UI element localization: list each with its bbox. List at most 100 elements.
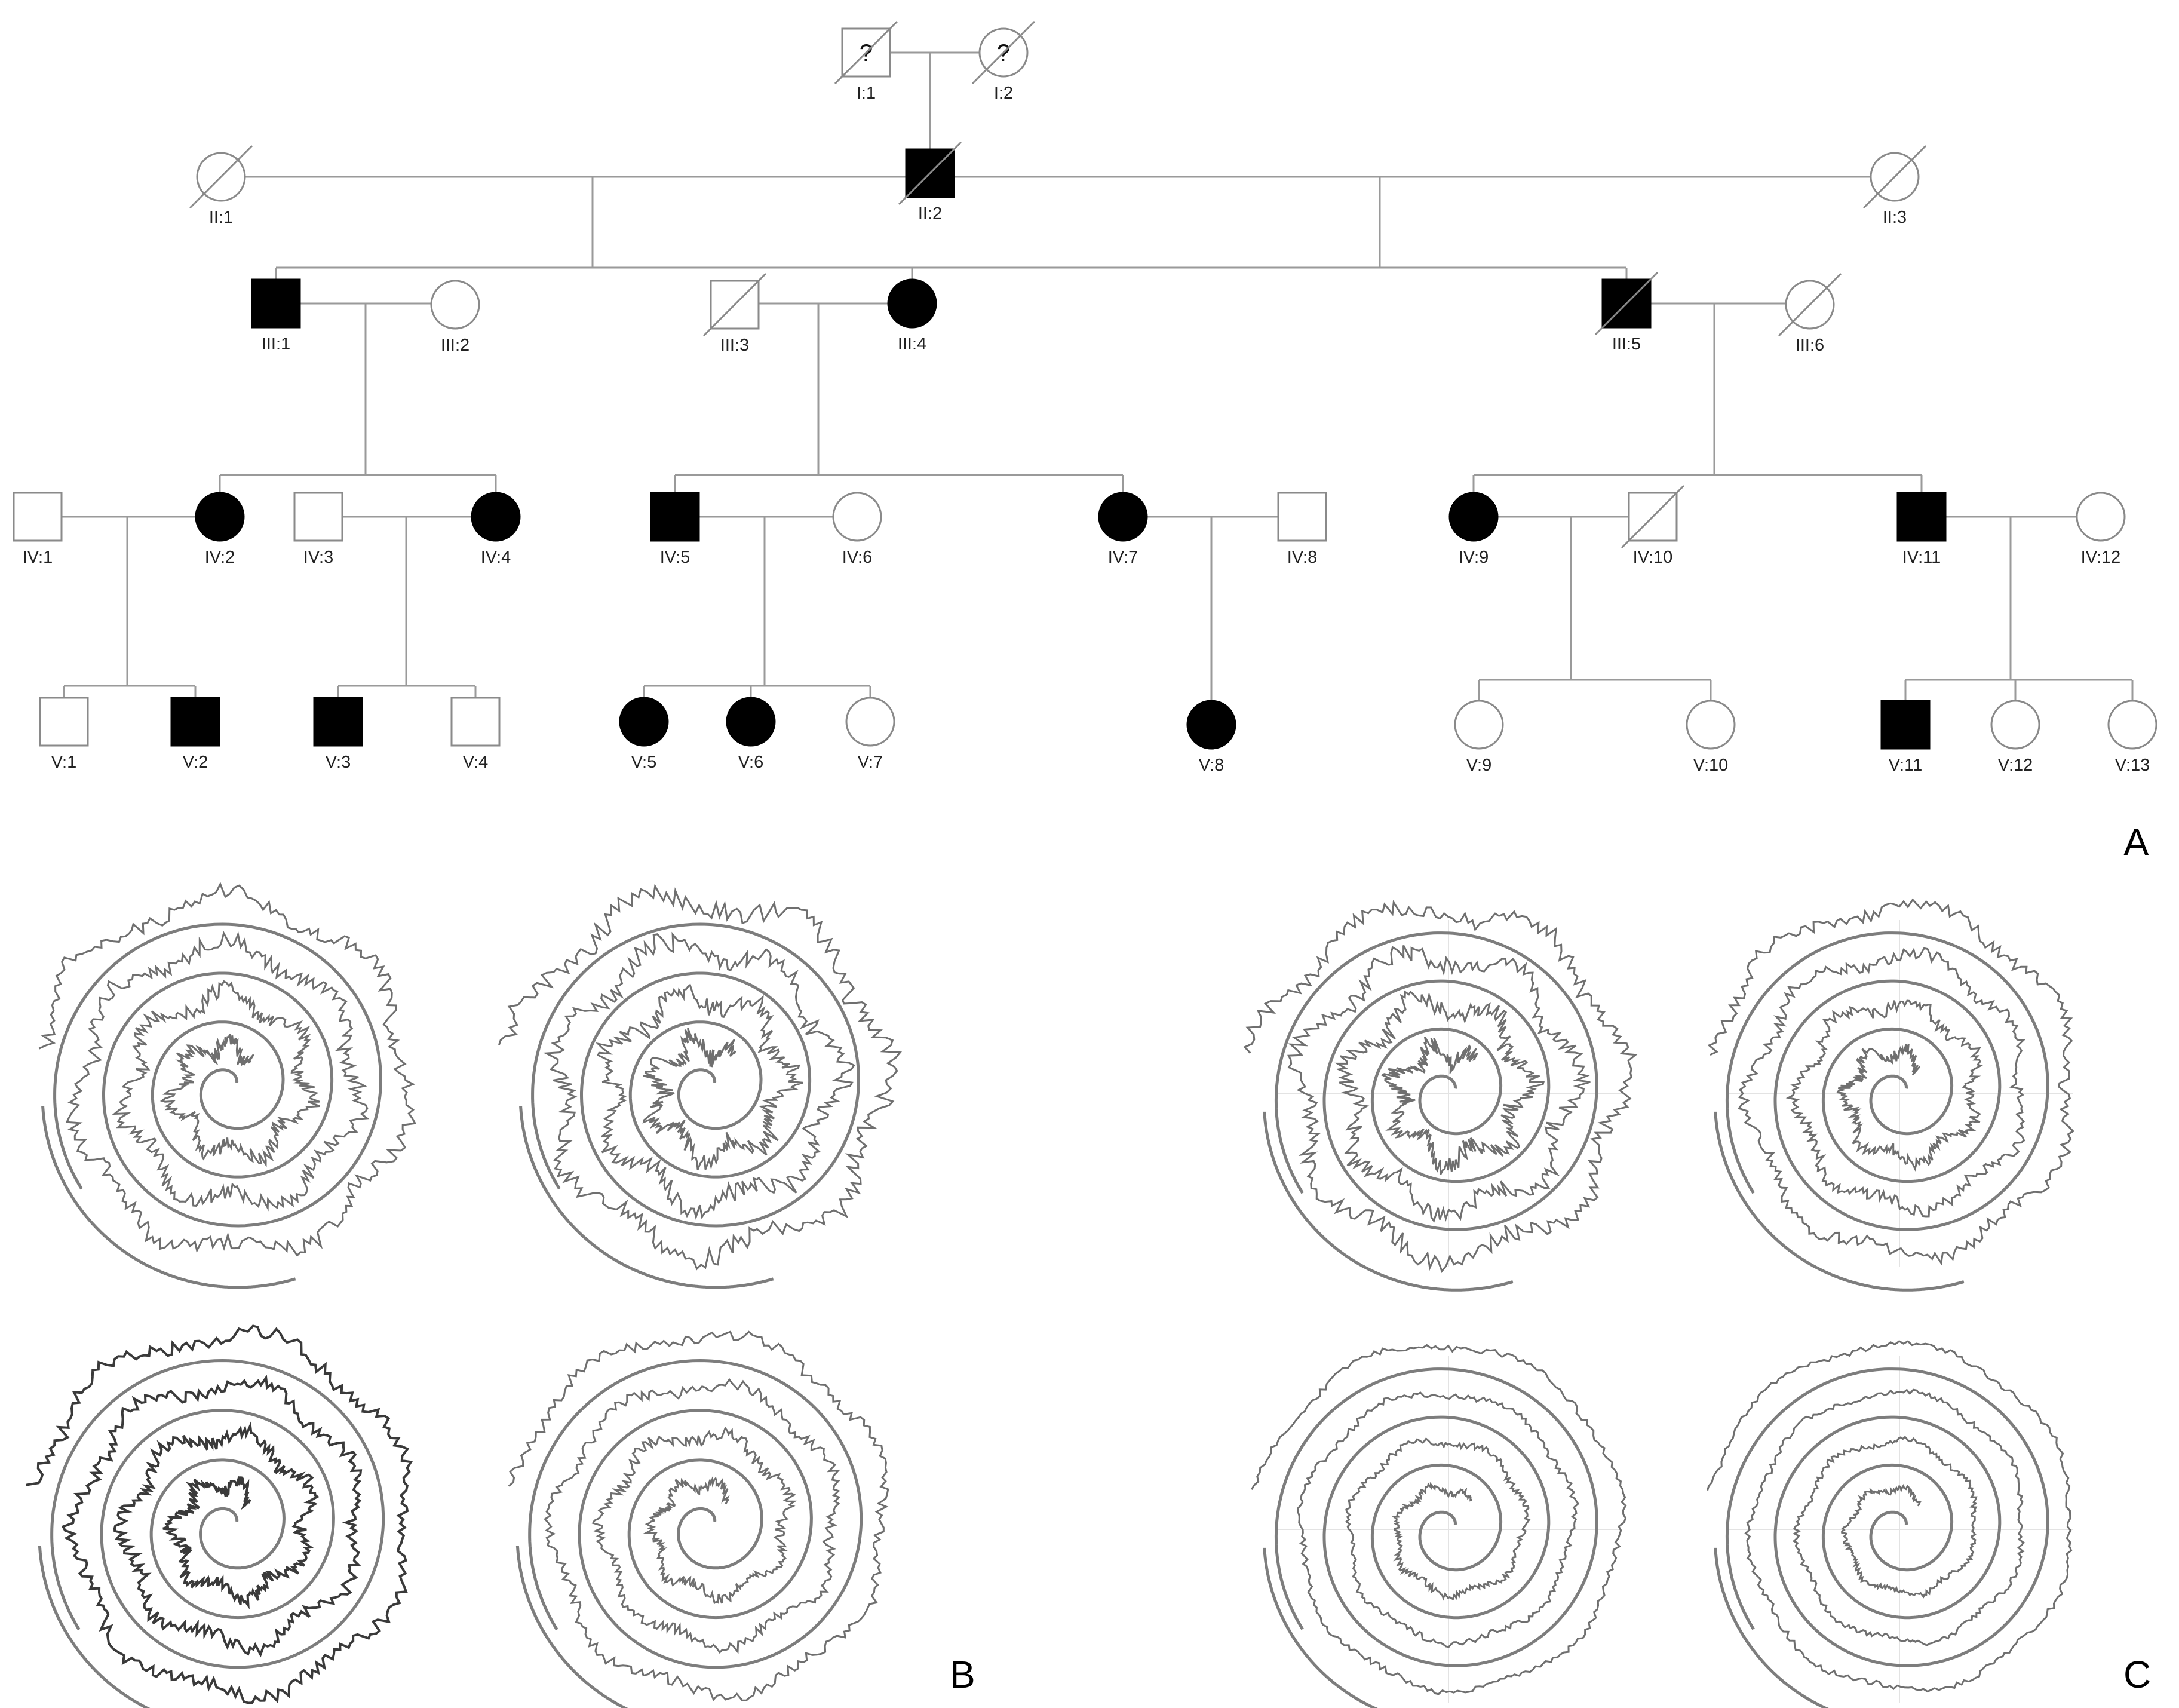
affected-male-square bbox=[1896, 492, 1947, 542]
pedigree-individual: III:4 bbox=[887, 278, 937, 354]
individual-label: II:2 bbox=[918, 204, 942, 223]
unaffected-female-circle bbox=[2076, 492, 2126, 542]
affected-female-circle bbox=[471, 492, 521, 542]
pedigree-individual: IV:4 bbox=[471, 492, 521, 567]
spiral-tail bbox=[1714, 1111, 1965, 1292]
pedigree-individual: IV:9 bbox=[1448, 492, 1499, 567]
patient-trace bbox=[1251, 1344, 1627, 1695]
patient-trace bbox=[508, 1330, 889, 1701]
pedigree-individual: V:4 bbox=[450, 697, 501, 772]
pedigree-individual: V:2 bbox=[170, 697, 220, 772]
spiral-template bbox=[1725, 931, 2049, 1231]
individual-label: V:10 bbox=[1693, 756, 1729, 775]
individual-label: V:4 bbox=[463, 753, 488, 772]
spiral-drawing bbox=[508, 1330, 889, 1708]
affected-female-circle bbox=[726, 697, 776, 747]
affected-female-circle bbox=[1098, 492, 1148, 542]
individual-label: I:2 bbox=[994, 84, 1013, 103]
spiral-template bbox=[1274, 931, 1598, 1231]
individual-label: III:3 bbox=[720, 336, 749, 355]
individual-label: V:13 bbox=[2115, 756, 2150, 775]
affected-male-square bbox=[650, 492, 700, 542]
affected-male-square bbox=[1880, 700, 1931, 750]
patient-trace bbox=[1707, 898, 2075, 1266]
spiral-tail bbox=[41, 1106, 296, 1289]
deceased-slash bbox=[1778, 272, 1842, 337]
deceased-slash bbox=[189, 145, 253, 209]
individual-label: III:2 bbox=[441, 336, 469, 355]
patient-trace bbox=[498, 884, 903, 1271]
individual-label: V:5 bbox=[631, 753, 656, 772]
deceased-slash bbox=[898, 141, 962, 206]
pedigree-individuals: ?I:1?I:2II:1II:2II:3III:1III:2III:3III:4… bbox=[13, 20, 2157, 775]
individual-label: I:1 bbox=[857, 84, 876, 103]
spiral-template bbox=[528, 1359, 863, 1669]
pedigree-individual: ?I:1 bbox=[834, 20, 898, 103]
spiral-template bbox=[53, 922, 383, 1228]
spiral-drawings-c bbox=[1243, 898, 2075, 1708]
pedigree-individual: IV:2 bbox=[195, 492, 245, 567]
affected-female-circle bbox=[195, 492, 245, 542]
individual-label: V:11 bbox=[1889, 756, 1922, 775]
individual-label: III:5 bbox=[1612, 335, 1641, 354]
pedigree-individual: III:5 bbox=[1594, 271, 1659, 354]
unaffected-female-circle bbox=[1454, 700, 1504, 750]
individual-label: V:9 bbox=[1466, 756, 1491, 775]
spiral-drawing bbox=[26, 1324, 413, 1708]
spiral-tail bbox=[1263, 1547, 1378, 1708]
pedigree-individual: IV:5 bbox=[650, 492, 700, 567]
individual-label: IV:9 bbox=[1459, 548, 1489, 567]
unaffected-male-square bbox=[39, 697, 89, 747]
patient-trace bbox=[26, 1324, 413, 1704]
pedigree-individual: IV:11 bbox=[1896, 492, 1947, 567]
individual-label: III:4 bbox=[898, 335, 926, 354]
individual-label: II:3 bbox=[1883, 208, 1907, 227]
individual-label: V:12 bbox=[1998, 756, 2033, 775]
pedigree-individual: V:7 bbox=[845, 697, 895, 772]
pedigree-individual: IV:10 bbox=[1621, 485, 1685, 567]
pedigree-individual: III:1 bbox=[251, 278, 301, 354]
spiral-drawing bbox=[498, 884, 903, 1289]
individual-label: V:3 bbox=[326, 753, 351, 772]
individual-label: IV:1 bbox=[23, 548, 53, 567]
spiral-tail bbox=[1714, 1547, 1829, 1708]
spiral-tail bbox=[515, 1546, 628, 1708]
spiral-tail bbox=[38, 1546, 151, 1708]
spiral-drawings-b bbox=[26, 882, 903, 1708]
pedigree-individual: II:3 bbox=[1862, 145, 1927, 227]
individual-label: IV:3 bbox=[303, 548, 334, 567]
pedigree-individual: III:3 bbox=[702, 272, 767, 355]
individual-label: V:7 bbox=[858, 753, 883, 772]
individual-label: III:6 bbox=[1796, 336, 1824, 355]
patient-trace bbox=[1707, 1340, 2073, 1693]
individual-label: IV:8 bbox=[1287, 548, 1318, 567]
pedigree-individual: V:11 bbox=[1880, 700, 1931, 775]
panel-label-b: B bbox=[950, 1653, 975, 1696]
pedigree-individual: IV:12 bbox=[2076, 492, 2126, 567]
pedigree-individual: III:6 bbox=[1778, 272, 1842, 355]
unaffected-female-circle bbox=[1990, 700, 2040, 750]
deceased-slash bbox=[1621, 485, 1685, 549]
individual-label: V:2 bbox=[183, 753, 208, 772]
pedigree-individual: V:9 bbox=[1454, 700, 1504, 775]
affected-female-circle bbox=[1186, 700, 1236, 750]
deceased-slash bbox=[702, 272, 767, 337]
pedigree-lines bbox=[62, 51, 2134, 701]
pedigree-individual: IV:7 bbox=[1098, 492, 1148, 567]
unaffected-male-square bbox=[293, 492, 343, 542]
individual-label: IV:12 bbox=[2081, 548, 2121, 567]
spiral-template bbox=[1725, 1367, 2049, 1667]
spiral-drawing bbox=[1707, 898, 2075, 1292]
pedigree-individual: V:12 bbox=[1990, 700, 2040, 775]
spiral-drawing bbox=[1707, 1340, 2073, 1708]
deceased-slash bbox=[1862, 145, 1927, 209]
pedigree-individual: IV:8 bbox=[1277, 492, 1327, 567]
spiral-tail bbox=[519, 1106, 774, 1289]
pedigree-individual: IV:6 bbox=[832, 492, 882, 567]
panel-label-c: C bbox=[2123, 1653, 2151, 1696]
deceased-slash bbox=[1594, 271, 1659, 336]
patient-trace bbox=[1243, 900, 1638, 1273]
individual-label: IV:11 bbox=[1902, 548, 1941, 567]
unaffected-female-circle bbox=[1686, 700, 1736, 750]
